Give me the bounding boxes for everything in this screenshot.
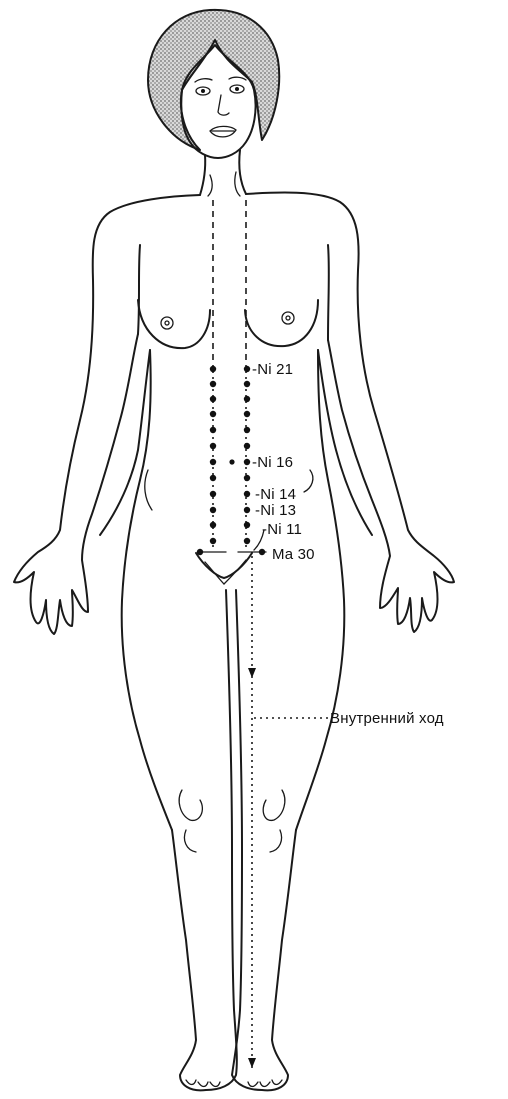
acupoint [244, 427, 250, 433]
acupoint [210, 538, 216, 544]
acupoint [210, 522, 216, 528]
label-ni13: -Ni 13 [255, 503, 296, 518]
acupoint [210, 396, 216, 402]
label-ni11: -Ni 11 [262, 522, 302, 537]
acupoint [210, 427, 216, 433]
acupoint [244, 522, 250, 528]
acupoint [210, 491, 216, 497]
acupoint [244, 443, 250, 449]
acupoint [244, 381, 250, 387]
acupoint [244, 396, 250, 402]
label-ni16: -Ni 16 [252, 455, 293, 470]
acupoint [210, 475, 216, 481]
acupoint [210, 507, 216, 513]
label-ma30: Ma 30 [272, 547, 315, 562]
acupoint [210, 443, 216, 449]
acupoint-ni21 [244, 366, 250, 372]
acupoint-ni11 [244, 538, 250, 544]
acupoint [210, 459, 216, 465]
acupoint [229, 459, 234, 464]
label-internal-path: Внутренний ход [330, 711, 444, 726]
acupoint [197, 549, 203, 555]
acupoint [210, 411, 216, 417]
label-ni21: -Ni 21 [252, 362, 293, 377]
acupoint [244, 411, 250, 417]
label-ni14: -Ni 14 [255, 487, 296, 502]
acupoint [210, 366, 216, 372]
acupoint [244, 475, 250, 481]
acupoint-ni14 [244, 491, 250, 497]
acupoint-ni16 [244, 459, 250, 465]
acupoint [210, 381, 216, 387]
acupoint-ni13 [244, 507, 250, 513]
acupoint-ma30 [259, 549, 265, 555]
left-acupoint-column [210, 366, 235, 544]
